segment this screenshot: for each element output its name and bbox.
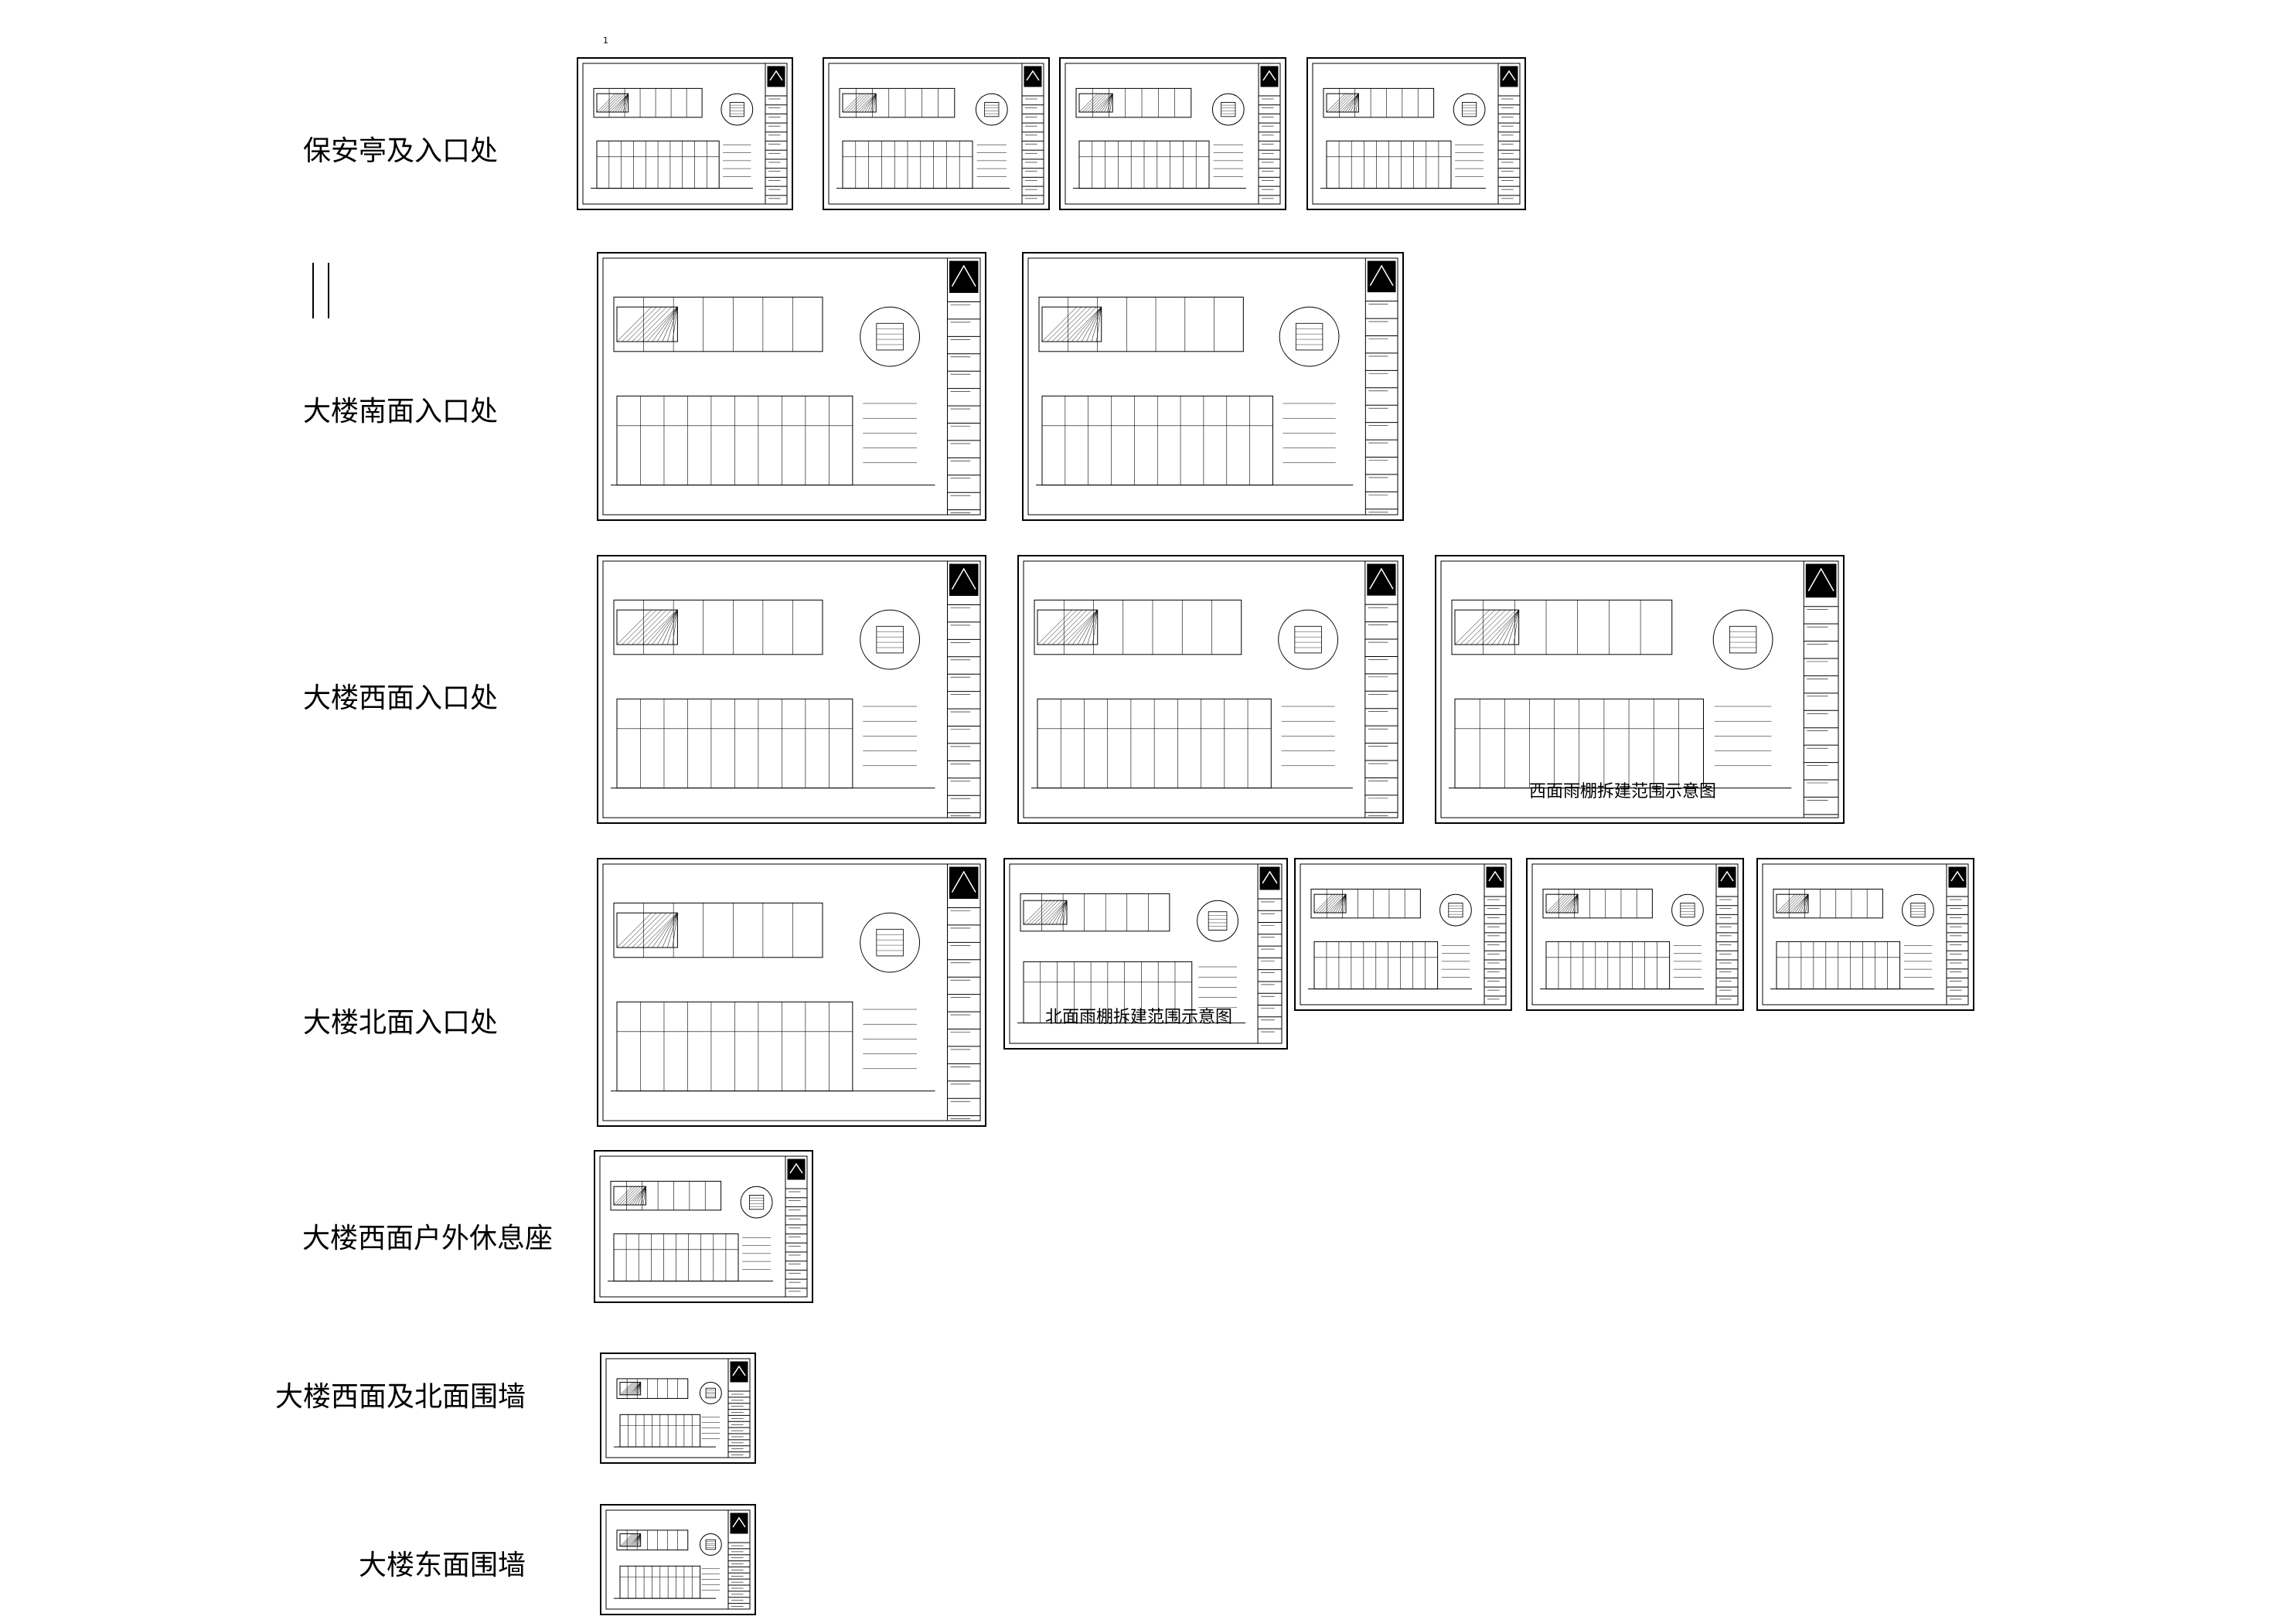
drawing-sheet[interactable] xyxy=(597,555,986,824)
drawing-sheet[interactable] xyxy=(594,1150,813,1303)
sheet-linework xyxy=(599,1155,808,1298)
sheet-linework xyxy=(602,560,981,818)
drawing-sheet[interactable] xyxy=(597,252,986,521)
sheet-linework xyxy=(1300,863,1507,1005)
sheet-linework xyxy=(1531,863,1739,1005)
sheet-linework xyxy=(582,63,788,205)
sheet-linework xyxy=(602,863,981,1121)
page-number: 1 xyxy=(603,36,608,46)
drawing-sheet[interactable] xyxy=(597,858,986,1127)
drawing-sheet[interactable] xyxy=(1294,858,1512,1011)
sheet-linework xyxy=(1009,863,1283,1044)
sheet-note-west-canopy: 西面雨棚拆建范围示意图 xyxy=(1529,782,1717,801)
row-label-security-booth: 保安亭及入口处 xyxy=(302,135,498,167)
sheet-note-north-canopy: 北面雨棚拆建范围示意图 xyxy=(1045,1008,1233,1027)
row-label-west-entrance: 大楼西面入口处 xyxy=(302,682,498,714)
sheet-linework xyxy=(605,1358,751,1458)
row-label-east-wall: 大楼东面围墙 xyxy=(358,1550,526,1581)
sheet-linework xyxy=(1065,63,1281,205)
sheet-linework xyxy=(1440,560,1839,818)
drawing-sheet[interactable] xyxy=(600,1504,756,1615)
sheet-linework xyxy=(1027,257,1398,515)
divider-mark xyxy=(312,263,314,318)
sheet-linework xyxy=(828,63,1044,205)
drawing-sheet[interactable] xyxy=(823,57,1050,210)
drawing-sheet[interactable] xyxy=(600,1352,756,1464)
drawing-sheet[interactable] xyxy=(1059,57,1286,210)
drawing-sheet[interactable]: 北面雨棚拆建范围示意图 xyxy=(1003,858,1288,1050)
drawing-sheet[interactable] xyxy=(1022,252,1404,521)
row-label-south-entrance: 大楼南面入口处 xyxy=(302,396,498,427)
row-label-west-north-wall: 大楼西面及北面围墙 xyxy=(274,1381,526,1413)
sheet-linework xyxy=(602,257,981,515)
row-label-west-outdoor-seating: 大楼西面户外休息座 xyxy=(301,1223,553,1254)
sheet-linework xyxy=(1312,63,1521,205)
drawing-sheet[interactable] xyxy=(1526,858,1744,1011)
drawing-sheet[interactable] xyxy=(1306,57,1526,210)
row-label-north-entrance: 大楼北面入口处 xyxy=(302,1007,498,1039)
sheet-linework xyxy=(605,1509,751,1610)
drawing-sheet[interactable] xyxy=(1756,858,1974,1011)
sheet-linework xyxy=(1762,863,1969,1005)
drawing-sheet[interactable] xyxy=(1017,555,1404,824)
drawing-sheet[interactable]: 西面雨棚拆建范围示意图 xyxy=(1435,555,1845,824)
sheet-linework xyxy=(1023,560,1398,818)
drawing-sheet[interactable] xyxy=(577,57,793,210)
divider-mark xyxy=(328,263,329,318)
